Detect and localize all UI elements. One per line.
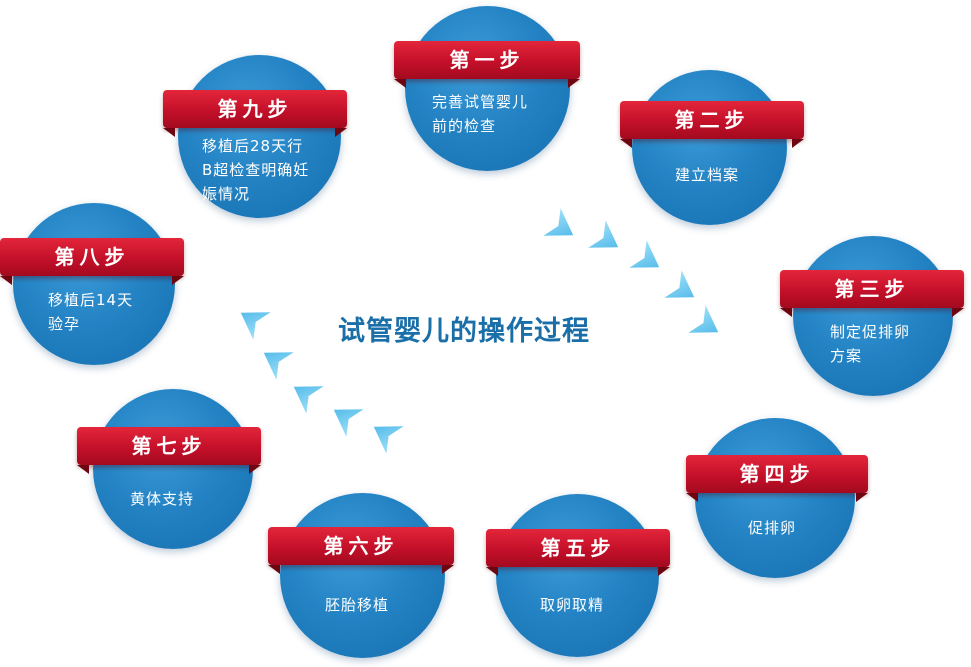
step-3-ribbon: 第三步 <box>780 270 964 317</box>
step-4-desc-line-1: 促排卵 <box>748 519 797 537</box>
step-7-circle <box>93 389 253 549</box>
step-3-desc-line-1: 制定促排卵 <box>830 323 911 341</box>
step-5-ribbon: 第五步 <box>486 529 670 576</box>
step-8-circle <box>13 203 175 365</box>
step-9-desc-line-2: B超检查明确妊 <box>202 161 310 179</box>
step-8-desc-line-2: 验孕 <box>48 315 81 333</box>
step-1-desc-line-1: 完善试管婴儿 <box>432 93 529 111</box>
arrow-icon <box>365 412 404 454</box>
step-6-desc-line-1: 胚胎移植 <box>325 596 390 614</box>
arrow-icon <box>285 372 324 414</box>
arrow-icon <box>588 220 627 262</box>
step-9-circle <box>178 55 341 218</box>
step-9-desc-line-1: 移植后28天行 <box>202 137 304 155</box>
diagram-title: 试管婴儿的操作过程 <box>338 316 590 347</box>
arrow-icon <box>543 208 582 250</box>
step-5-desc: 取卵取精 <box>540 593 604 617</box>
step-4-circle <box>695 418 855 578</box>
step-1-circle <box>405 6 570 171</box>
step-9-desc: 移植后28天行 B超检查明确妊 娠情况 <box>202 134 309 206</box>
step-7-ribbon: 第七步 <box>77 427 261 474</box>
step-8-ribbon: 第八步 <box>0 238 184 285</box>
step-6-ribbon: 第六步 <box>268 527 454 574</box>
arrow-icon <box>255 338 294 380</box>
step-6-circle <box>280 493 445 658</box>
step-4-desc: 促排卵 <box>748 516 796 540</box>
arrow-icon <box>664 270 703 312</box>
step-1-ribbon: 第一步 <box>394 41 580 88</box>
step-2-desc: 建立档案 <box>675 163 739 187</box>
arrow-icon <box>232 298 271 340</box>
step-8-desc-line-1: 移植后14天 <box>48 291 134 309</box>
step-1-desc: 完善试管婴儿 前的检查 <box>432 90 528 138</box>
step-7-desc: 黄体支持 <box>130 487 194 511</box>
step-7-desc-line-1: 黄体支持 <box>130 490 195 508</box>
step-9-desc-line-3: 娠情况 <box>202 185 251 203</box>
step-4-ribbon: 第四步 <box>686 455 868 502</box>
step-2-ribbon: 第二步 <box>620 101 804 148</box>
step-2-circle <box>632 70 787 225</box>
step-5-desc-line-1: 取卵取精 <box>540 596 605 614</box>
arrow-icon <box>688 305 727 347</box>
step-2-desc-line-1: 建立档案 <box>675 166 740 184</box>
step-8-desc: 移植后14天 验孕 <box>48 288 133 336</box>
step-9-ribbon: 第九步 <box>163 90 347 137</box>
step-3-desc-line-2: 方案 <box>830 347 863 365</box>
arrow-icon <box>629 240 668 282</box>
step-3-desc: 制定促排卵 方案 <box>830 320 910 368</box>
step-5-circle <box>496 494 659 657</box>
step-6-desc: 胚胎移植 <box>325 593 389 617</box>
step-1-desc-line-2: 前的检查 <box>432 117 497 135</box>
step-3-circle <box>793 236 953 396</box>
arrow-icon <box>325 395 364 437</box>
